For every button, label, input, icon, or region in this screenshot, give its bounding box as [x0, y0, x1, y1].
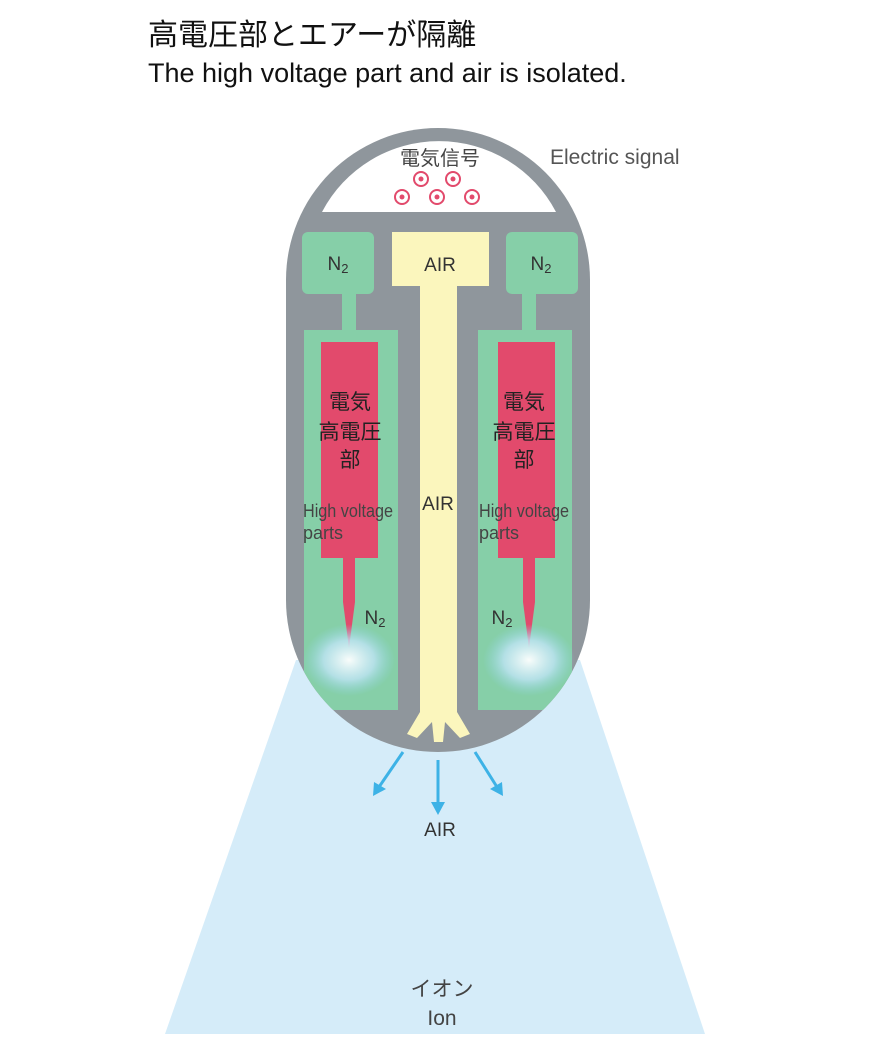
ion-label-ja: イオン — [411, 977, 474, 1001]
right-hv-label-ja-1: 電気 — [503, 390, 545, 414]
right-n2-label: N2 — [531, 254, 552, 276]
left-high-voltage-part — [321, 342, 378, 648]
signal-dots — [394, 171, 480, 205]
air-channel — [392, 232, 489, 718]
right-n2-connector — [522, 292, 536, 332]
ion-label-en: Ion — [427, 1007, 456, 1030]
arrow-icon — [431, 760, 445, 815]
right-hv-label-en-2: parts — [479, 523, 519, 543]
right-hv-label-en-1: High voltage — [479, 501, 569, 521]
left-n2-box — [302, 232, 374, 294]
concentric-circle-icon — [464, 189, 480, 205]
concentric-circle-icon — [445, 171, 461, 187]
electric-signal-label-en: Electric signal — [550, 146, 680, 169]
right-ion-glow — [483, 624, 575, 696]
right-lower-n2-label: N2 — [492, 608, 513, 630]
page-title: 高電圧部とエアーが隔離 — [148, 18, 477, 53]
concentric-circle-icon — [394, 189, 410, 205]
air-channel-label: AIR — [422, 494, 454, 515]
left-hv-label-en-1: High voltage — [303, 501, 393, 521]
arrow-icon — [473, 751, 503, 796]
page-subtitle: The high voltage part and air is isolate… — [148, 58, 627, 88]
left-n2-label: N2 — [328, 254, 349, 276]
concentric-circle-icon — [413, 171, 429, 187]
ion-cloud — [165, 660, 705, 1034]
left-hv-label-ja-2: 高電圧 — [319, 420, 382, 444]
right-hv-label-ja-3: 部 — [514, 448, 535, 472]
air-inlet-label: AIR — [424, 255, 456, 276]
right-n2-box — [506, 232, 578, 294]
left-n2-connector — [342, 292, 356, 332]
left-hv-label-en-2: parts — [303, 523, 343, 543]
concentric-circle-icon — [429, 189, 445, 205]
air-outlet-label: AIR — [424, 820, 456, 841]
right-hv-label-ja-2: 高電圧 — [493, 420, 556, 444]
arrow-icon — [373, 751, 405, 796]
left-hv-label-ja-3: 部 — [340, 448, 361, 472]
air-outlet-fork — [407, 712, 470, 742]
signal-compartment — [322, 141, 556, 212]
left-lower-n2-label: N2 — [365, 608, 386, 630]
right-high-voltage-part — [498, 342, 555, 648]
air-flow-arrows — [373, 751, 503, 815]
electric-signal-label-ja: 電気信号 — [400, 146, 480, 170]
left-ion-glow — [303, 624, 395, 696]
left-hv-label-ja-1: 電気 — [329, 390, 371, 414]
